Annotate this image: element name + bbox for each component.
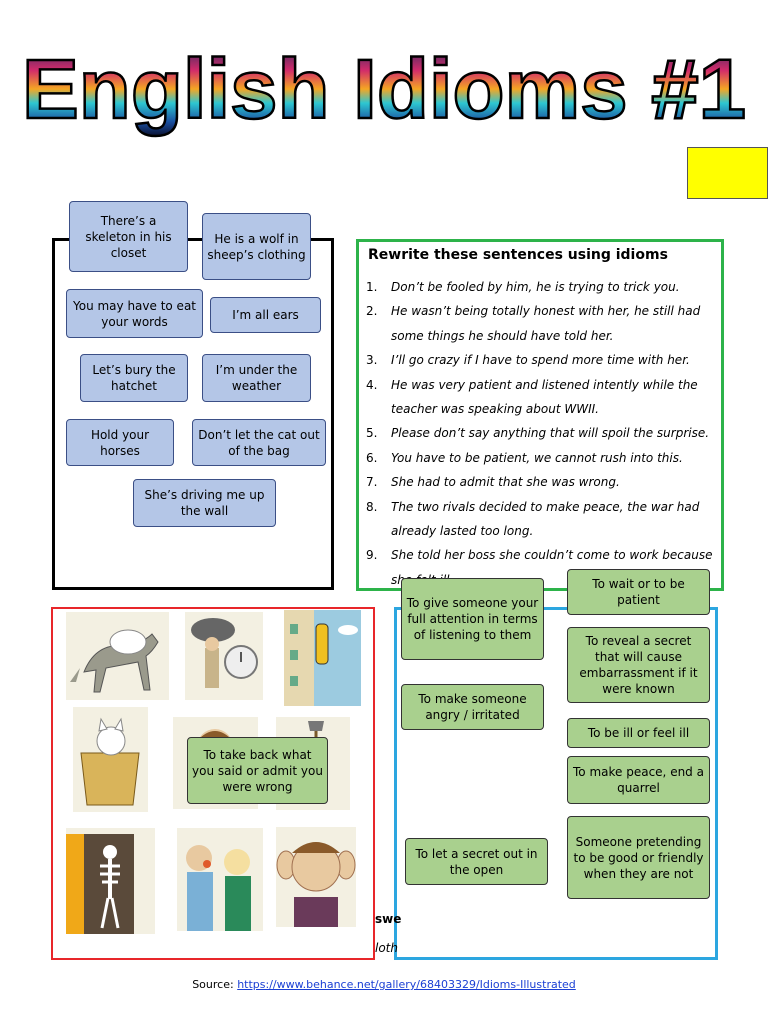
- big-ears-illustration: [276, 827, 356, 927]
- rewrite-item: 3.I’ll go crazy if I have to spend more …: [366, 353, 690, 368]
- skeleton-closet-illustration: [66, 828, 155, 934]
- rewrite-item: 8.The two rivals decided to make peace, …: [366, 499, 700, 539]
- illustrations-frame: [51, 607, 375, 960]
- meaning-card-ill[interactable]: To be ill or feel ill: [567, 718, 710, 748]
- idiom-card-up-the-wall[interactable]: She’s driving me up the wall: [133, 479, 276, 527]
- title-text: English Idioms #1: [22, 42, 746, 136]
- highlight-box: [687, 147, 768, 199]
- hidden-text-fragment: swe: [375, 912, 402, 926]
- idiom-card-wolf[interactable]: He is a wolf in sheep’s clothing: [202, 213, 311, 280]
- idioms-frame: [52, 238, 334, 590]
- idiom-card-bury-hatchet[interactable]: Let’s bury the hatchet: [80, 354, 188, 402]
- idiom-card-under-weather[interactable]: I’m under the weather: [202, 354, 311, 402]
- hidden-text-fragment: loth: [375, 941, 398, 955]
- idiom-card-skeleton[interactable]: There’s a skeleton in his closet: [69, 201, 188, 272]
- idiom-card-cat-bag[interactable]: Don’t let the cat out of the bag: [192, 419, 326, 466]
- source-link[interactable]: https://www.behance.net/gallery/68403329…: [237, 978, 576, 991]
- meaning-card-reveal-secret[interactable]: To reveal a secret that will cause embar…: [567, 627, 710, 703]
- rewrite-item: 2.He wasn’t being totally honest with he…: [366, 304, 701, 343]
- meaning-card-wait[interactable]: To wait or to be patient: [567, 569, 710, 615]
- source-label: Source:: [192, 978, 234, 991]
- rewrite-list: 1.Don’t be fooled by him, he is trying t…: [366, 275, 718, 592]
- idiom-card-all-ears[interactable]: I’m all ears: [210, 297, 321, 333]
- meaning-card-angry[interactable]: To make someone angry / irritated: [401, 684, 544, 730]
- rewrite-item: 5.Please don’t say anything that will sp…: [366, 426, 710, 441]
- worksheet-title: English Idioms #1: [21, 41, 747, 138]
- rewrite-heading: Rewrite these sentences using idioms: [368, 247, 668, 263]
- meanings-frame: [394, 607, 718, 960]
- meaning-card-take-back[interactable]: To take back what you said or admit you …: [187, 737, 328, 804]
- meaning-card-make-peace[interactable]: To make peace, end a quarrel: [567, 756, 710, 804]
- wolf-in-sheep-illustration: [66, 612, 169, 700]
- rewrite-item: 7.She had to admit that she was wrong.: [366, 475, 620, 490]
- meaning-card-full-attention[interactable]: To give someone your full attention in t…: [401, 578, 544, 660]
- meaning-card-pretending[interactable]: Someone pretending to be good or friendl…: [567, 816, 710, 899]
- source-line: Source: https://www.behance.net/gallery/…: [0, 978, 768, 991]
- eating-words-illustration: [177, 828, 263, 931]
- cat-in-bag-illustration: [73, 707, 148, 812]
- meaning-card-secret-out[interactable]: To let a secret out in the open: [405, 838, 548, 885]
- rewrite-item: 4.He was very patient and listened inten…: [366, 377, 698, 417]
- under-the-weather-illustration: [185, 612, 263, 700]
- idiom-card-hold-horses[interactable]: Hold your horses: [66, 419, 174, 466]
- rewrite-item: 6.You have to be patient, we cannot rush…: [366, 450, 683, 465]
- up-the-wall-illustration: [284, 610, 361, 706]
- rewrite-item: 1.Don’t be fooled by him, he is trying t…: [366, 280, 680, 294]
- idiom-card-eat-words[interactable]: You may have to eat your words: [66, 289, 203, 338]
